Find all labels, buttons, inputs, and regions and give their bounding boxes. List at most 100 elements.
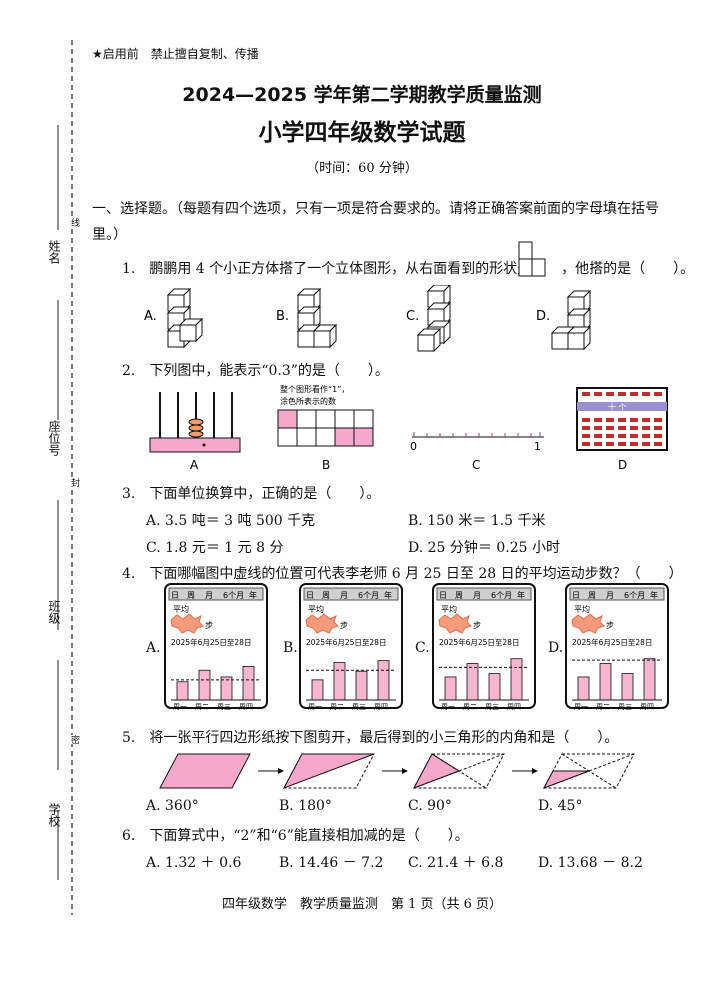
question-1-text: 1. 鹏鹏用 4 个小正方体搭了一个立体图形，从右面看到的形状是 ，他搭的是（ ）… (122, 258, 694, 278)
q4-tab: 年 (650, 590, 658, 600)
q4-date-label: 2025年6月25日至28日 (439, 637, 519, 647)
q4-tab: 日 (572, 591, 580, 600)
binding-margin (57, 40, 73, 915)
q2-figures: A 整个图形看作“1”， 涂色所表示的数 B 0 1 C 十 个 D (149, 384, 668, 472)
q4-bar (510, 658, 523, 701)
q3-option-b: B. 150 米＝ 1.5 千米 (408, 513, 546, 529)
q4-tab: 月 (205, 591, 213, 600)
q4-date-label: 2025年6月25日至28日 (171, 637, 251, 647)
q5-option-c: C. 90° (408, 798, 452, 814)
q4-day-label: 周二 (596, 703, 610, 711)
q4-bar (621, 673, 634, 701)
q4-bar (220, 676, 233, 701)
q4-tab: 周 (322, 591, 330, 600)
question-5-text: 5. 将一张平行四边形纸按下图剪开，最后得到的小三角形的内角和是（ ）。 (122, 730, 619, 746)
school-label: 学校 (47, 803, 61, 827)
q4-tab: 周 (588, 591, 596, 600)
q4-day-label: 周二 (463, 703, 477, 711)
q4-day-label: 周二 (330, 703, 344, 711)
q6-option-c: C. 21.4 ＋ 6.8 (408, 855, 504, 871)
q1-option-a: A. (144, 309, 157, 324)
q4-tab: 年 (249, 590, 257, 600)
q3-option-c: C. 1.8 元＝ 1 元 8 分 (146, 540, 284, 556)
abacus-label: 十 个 (608, 402, 627, 412)
q4-day-label: 周一 (308, 703, 322, 711)
q6-option-b: B. 14.46 － 7.2 (279, 855, 384, 871)
question-6-text: 6. 下面算式中，“2”和“6”能直接相加减的是（ ）。 (122, 828, 469, 844)
q4-day-label: 周一 (574, 703, 588, 711)
question-3-text: 3. 下面单位换算中，正确的是（ ）。 (122, 486, 381, 502)
q4-tab: 月 (340, 591, 348, 600)
q4-day-label: 周三 (352, 703, 366, 711)
confidential-note: ★启用前 禁止擅自复制、传播 (92, 47, 259, 61)
q5-option-b: B. 180° (279, 798, 332, 814)
q1-before: 1. 鹏鹏用 4 个小正方体搭了一个立体图形，从右面看到的形状是 (122, 261, 532, 277)
numline-1: 1 (534, 440, 541, 453)
q4-bar (311, 679, 324, 701)
q1-option-b: B. (276, 309, 289, 324)
q4-bar (355, 670, 368, 701)
q1-option-c: C. (406, 309, 419, 324)
q4-steps-label: 步 (473, 621, 481, 630)
q2-label-b: B (322, 458, 330, 472)
q4-option-c: C. (415, 640, 430, 656)
q2-label-d: D (618, 458, 627, 472)
q4-bar (577, 676, 590, 701)
class-label: 班级 (47, 600, 61, 624)
q4-tab: 月 (606, 591, 614, 600)
q6-option-a: A. 1.32 ＋ 0.6 (146, 855, 242, 871)
q4-tab: 周 (187, 591, 195, 600)
q4-day-label: 周四 (239, 703, 253, 711)
question-4-text: 4. 下面哪幅图中虚线的位置可代表李老师 6 月 25 日至 28 日的平均运动… (122, 566, 683, 582)
q4-bar (377, 660, 390, 701)
q4-day-label: 周二 (195, 703, 209, 711)
q4-avg-label: 平均 (173, 604, 189, 614)
exam-title: 2024—2025 学年第二学期教学质量监测 (182, 84, 542, 106)
q5-figures (159, 753, 635, 789)
q4-option-a: A. (146, 640, 161, 656)
q4-option-b: B. (283, 640, 298, 656)
q2-b-note2: 涂色所表示的数 (280, 396, 336, 406)
q4-avg-label: 平均 (308, 604, 324, 614)
q4-tab: 6个月 (491, 591, 512, 600)
q1-options-figures: A. B. C. D. (144, 285, 591, 352)
q4-tab: 日 (306, 591, 314, 600)
name-label: 姓名 (47, 240, 61, 264)
seal-mark: 封 (68, 478, 81, 487)
q2-b-note1: 整个图形看作“1”， (280, 384, 349, 394)
q4-bar (242, 666, 255, 701)
q3-option-a: A. 3.5 吨＝ 3 吨 500 千克 (146, 513, 316, 529)
q4-day-label: 周一 (441, 703, 455, 711)
q1-after: ，他搭的是（ ）。 (561, 261, 695, 277)
q4-bar (444, 676, 457, 701)
q4-blot (571, 613, 605, 634)
q4-bar (466, 663, 479, 701)
q4-tab: 6个月 (358, 591, 379, 600)
bind-mark: 密 (68, 735, 81, 744)
q4-tab: 月 (473, 591, 481, 600)
q4-day-label: 周三 (618, 703, 632, 711)
q1-option-d: D. (536, 309, 550, 324)
q4-blot (170, 613, 204, 634)
q4-bar (488, 673, 501, 701)
q4-tab: 6个月 (223, 591, 244, 600)
q4-date-label: 2025年6月25日至28日 (572, 637, 652, 647)
question-2-text: 2. 下列图中，能表示“0.3”的是（ ）。 (122, 363, 389, 379)
q4-tab: 日 (171, 591, 179, 600)
q4-tab: 年 (517, 590, 525, 600)
q4-steps-label: 步 (205, 621, 213, 630)
q4-steps-label: 步 (606, 621, 614, 630)
q4-tab: 周 (455, 591, 463, 600)
q4-bar (599, 663, 612, 701)
q4-avg-label: 平均 (441, 604, 457, 614)
q2-label-a: A (190, 458, 199, 472)
q4-day-label: 周四 (507, 703, 521, 711)
q4-day-label: 周三 (217, 703, 231, 711)
q4-bar (176, 681, 189, 701)
section-heading: 一、选择题。（每题有四个选项，只有一项是符合要求的。请将正确答案前面的字母填在括… (92, 201, 659, 243)
q4-steps-label: 步 (340, 621, 348, 630)
q4-avg-label: 平均 (574, 604, 590, 614)
q5-option-d: D. 45° (538, 798, 583, 814)
